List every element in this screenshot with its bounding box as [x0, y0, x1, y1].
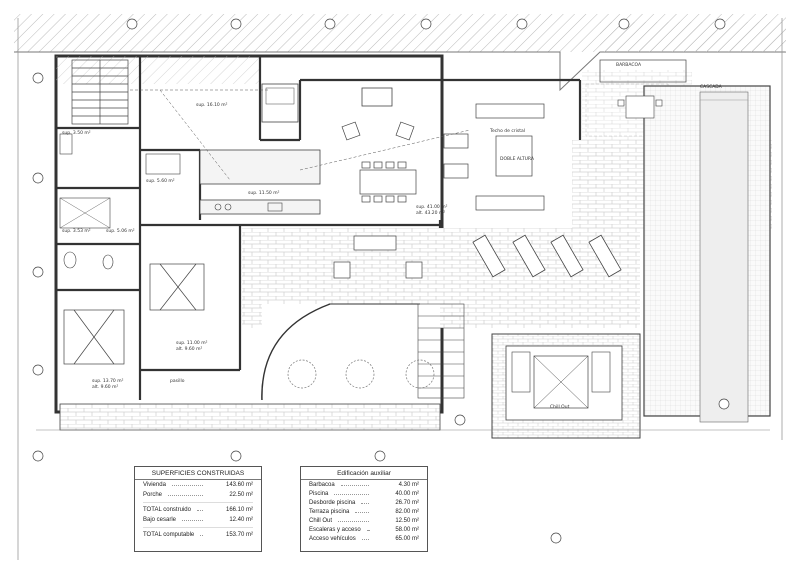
auxiliary-row-value: 82.00 m² — [395, 508, 419, 515]
surfaces-row-value: 22.50 m² — [229, 492, 253, 498]
surfaces-table-title: SUPERFICIES CONSTRUIDAS — [135, 467, 261, 480]
interior-walls — [56, 56, 582, 400]
label-bedroom1-alt: alt. 9.60 m² — [92, 384, 118, 390]
auxiliary-row-label: Escaleras y acceso — [309, 526, 361, 533]
auxiliary-row: Piscina 40.00 m² — [301, 489, 427, 498]
auxiliary-row-value: 40.00 m² — [395, 490, 419, 497]
auxiliary-row-label: Desborde piscina — [309, 499, 356, 506]
auxiliary-row: Desborde piscina 26.70 m² — [301, 498, 427, 507]
auxiliary-row-value: 4.30 m² — [398, 481, 419, 488]
dining-table — [359, 161, 417, 203]
label-techo: Techo de cristal — [489, 128, 525, 134]
auxiliary-row: Acceso vehículos 65.00 m² — [301, 534, 427, 543]
kitchen-island — [199, 149, 321, 185]
survey-markers — [32, 18, 730, 544]
label-salon-alt: alt. 43.20 m² — [416, 210, 445, 216]
auxiliary-row-value: 26.70 m² — [395, 499, 419, 506]
surfaces-row-value: 166.10 m² — [225, 507, 253, 513]
stairs-terrace — [417, 303, 465, 399]
label-bath2: sup. 3.53 m² — [62, 228, 91, 234]
label-top-room: sup. 16.10 m² — [196, 102, 228, 108]
label-bedroom2: sup. 11.00 m² — [176, 340, 208, 346]
surfaces-row-label: Porche — [143, 492, 163, 498]
terrain-hatch-right — [600, 22, 786, 52]
surfaces-row: Porche 22.50 m² — [135, 490, 261, 500]
auxiliary-row-label: Terraza piscina — [309, 508, 350, 515]
label-barbacoa: BARBACOA — [616, 62, 642, 68]
label-living: sup. 11.50 m² — [248, 190, 280, 196]
surfaces-row-label: TOTAL computable — [143, 532, 195, 538]
auxiliary-row: Escaleras y acceso 58.00 m² — [301, 525, 427, 534]
surfaces-row-value: 153.70 m² — [225, 532, 253, 538]
surfaces-row-label: Bajo cesarle — [143, 517, 177, 523]
surfaces-row: Bajo cesarle 12.40 m² — [135, 515, 261, 525]
surfaces-row: TOTAL computable 153.70 m² — [135, 530, 261, 540]
surfaces-row: TOTAL construido 166.10 m² — [135, 505, 261, 515]
stair-top-left — [71, 59, 129, 125]
label-bedroom2-alt: alt. 9.60 m² — [176, 346, 202, 352]
auxiliary-row-value: 58.00 m² — [395, 526, 419, 533]
surfaces-table: SUPERFICIES CONSTRUIDAS Vivienda 143.60 … — [134, 466, 262, 552]
auxiliary-row-label: Chill Out — [309, 517, 333, 524]
label-doble-altura: DOBLE ALTURA — [500, 156, 535, 162]
auxiliary-row: Barbacoa 4.30 m² — [301, 480, 427, 489]
surfaces-row-label: TOTAL construido — [143, 507, 191, 513]
auxiliary-table-title: Edificación auxiliar — [301, 467, 427, 480]
label-pasillo: pasillo — [170, 378, 185, 384]
sun-loungers — [472, 234, 622, 278]
auxiliary-row: Terraza piscina 82.00 m² — [301, 507, 427, 516]
bed-2 — [149, 263, 205, 311]
label-small2: sup. 5.06 m² — [106, 228, 135, 234]
surfaces-row: Vivienda 143.60 m² — [135, 480, 261, 490]
label-bath1: sup. 3.50 m² — [62, 130, 91, 136]
label-bedroom1: sup. 13.70 m² — [92, 378, 124, 384]
bed-1 — [63, 309, 125, 365]
auxiliary-row-value: 12.50 m² — [395, 517, 419, 524]
label-cascada: CASCADA — [700, 84, 723, 90]
auxiliary-row-label: Barbacoa — [309, 481, 335, 488]
auxiliary-row: Chill Out 12.50 m² — [301, 516, 427, 525]
surfaces-row-value: 143.60 m² — [225, 482, 253, 488]
label-salon: sup. 41.00 m² — [416, 204, 448, 210]
auxiliary-row-label: Acceso vehículos — [309, 535, 356, 542]
surfaces-row-value: 12.40 m² — [229, 517, 253, 523]
living-sofas — [443, 103, 545, 211]
label-chill-out: Chill Out — [550, 404, 570, 410]
auxiliary-row-value: 65.00 m² — [395, 535, 419, 542]
auxiliary-table: Edificación auxiliar Barbacoa 4.30 m² Pi… — [300, 466, 428, 552]
auxiliary-row-label: Piscina — [309, 490, 329, 497]
label-small1: sup. 5.60 m² — [146, 178, 175, 184]
surfaces-row-label: Vivienda — [143, 482, 166, 488]
